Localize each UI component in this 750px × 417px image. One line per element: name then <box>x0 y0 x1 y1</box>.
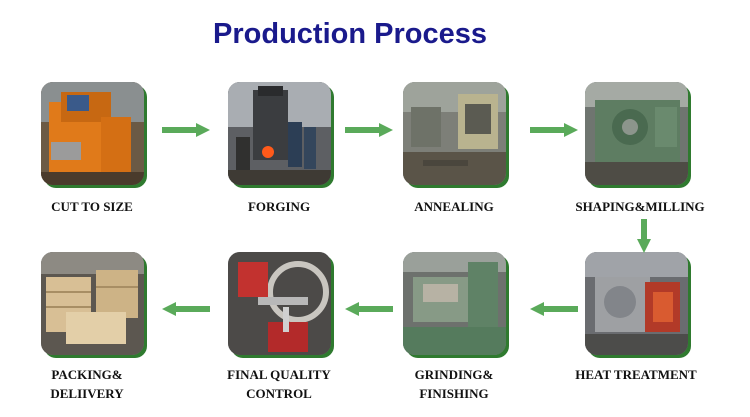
step-label: SHAPING&MILLING <box>555 197 725 216</box>
step-label-line: GRINDING& <box>414 367 494 382</box>
annealing-photo <box>403 82 506 185</box>
step-label-line: FORGING <box>247 199 311 214</box>
step-label-line: CUT TO SIZE <box>51 199 133 214</box>
grinding-machine-photo <box>403 252 506 355</box>
step-label-line: FINISHING <box>419 386 489 401</box>
heat-treatment-photo <box>585 252 688 355</box>
step-label: CUT TO SIZE <box>7 197 177 216</box>
step-label-line: PACKING& <box>51 367 123 382</box>
arrow-left-icon <box>162 302 210 316</box>
arrow-right-icon <box>530 123 578 137</box>
quality-control-photo <box>228 252 331 355</box>
step-label-line: HEAT TREATMENT <box>575 367 697 382</box>
step-label: PACKING& DELIIVERY <box>2 365 172 403</box>
arrow-left-icon <box>345 302 393 316</box>
step-label: FORGING <box>194 197 364 216</box>
milling-machine-photo <box>585 82 688 185</box>
step-label-line: SHAPING&MILLING <box>575 199 705 214</box>
page-title: Production Process <box>213 18 487 50</box>
step-label-line: DELIIVERY <box>50 386 124 401</box>
step-label-line: FINAL QUALITY <box>227 367 331 382</box>
step-label: FINAL QUALITY CONTROL <box>194 365 364 403</box>
cutting-machine-photo <box>41 82 144 185</box>
arrow-right-icon <box>162 123 210 137</box>
step-label-line: CONTROL <box>246 386 312 401</box>
step-label: HEAT TREATMENT <box>551 365 721 384</box>
arrow-right-icon <box>345 123 393 137</box>
step-label: GRINDING& FINISHING <box>369 365 539 403</box>
step-label-line: ANNEALING <box>414 199 494 214</box>
forging-photo <box>228 82 331 185</box>
arrow-left-icon <box>530 302 578 316</box>
packing-photo <box>41 252 144 355</box>
arrow-down-icon <box>637 219 651 253</box>
step-label: ANNEALING <box>369 197 539 216</box>
